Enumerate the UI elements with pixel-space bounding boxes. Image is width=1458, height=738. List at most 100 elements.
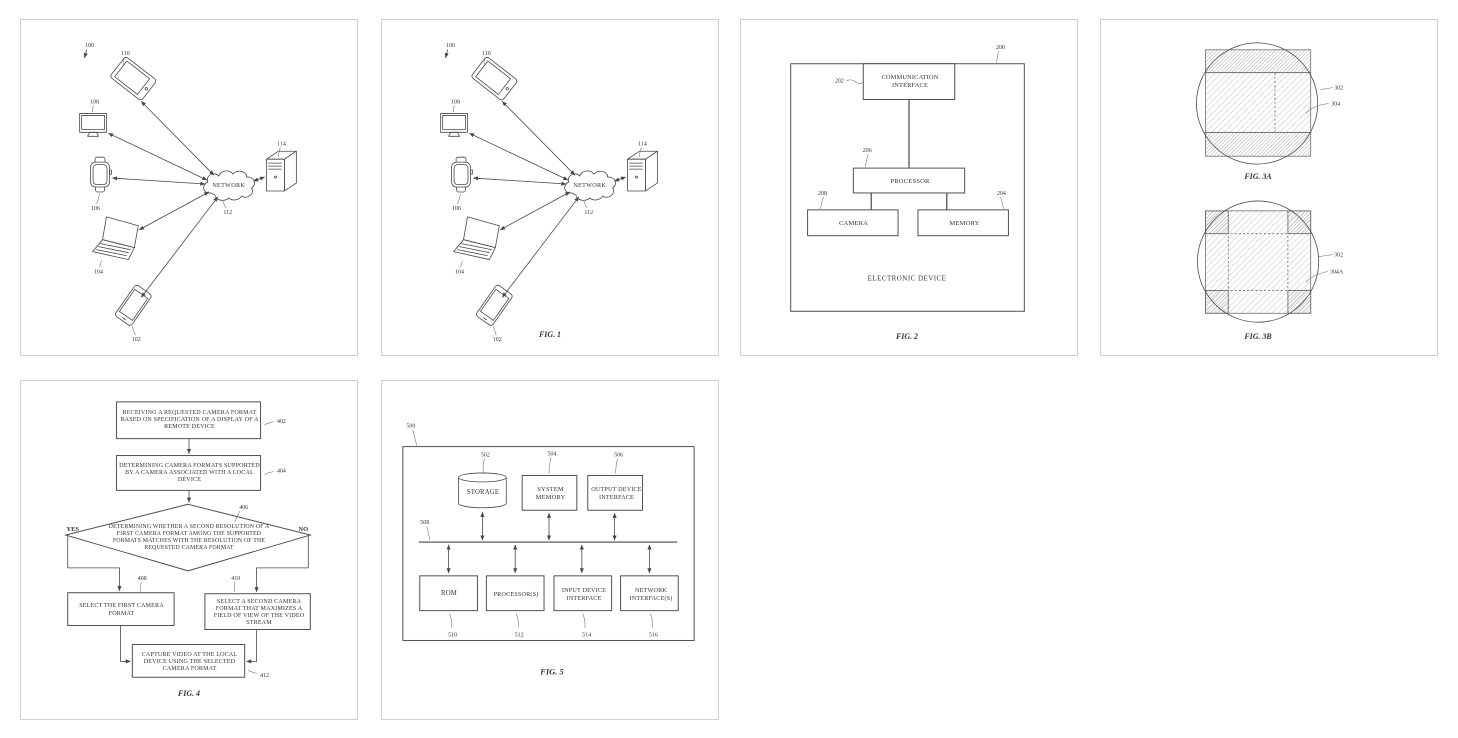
ref-system-memory: 504 — [548, 452, 557, 458]
flowchart-drawing: 402 404 406 408 410 412 YES NO FIG. 4 — [63, 401, 313, 698]
camera-label: CAMERA — [838, 220, 869, 228]
fig3b-diagram: 302 304A FIG. 3B — [1197, 200, 1344, 341]
ref-watch: 106 — [452, 206, 461, 212]
network-cloud: NETWORK — [564, 170, 616, 201]
fig-caption: FIG. 5 — [539, 666, 563, 676]
step-408-box — [67, 592, 175, 627]
system-memory-box — [521, 474, 578, 511]
processor-box — [852, 167, 966, 194]
ref-watch: 106 — [91, 206, 100, 212]
panel-fig5[interactable]: 500 502 504 506 508 510 512 514 516 FIG.… — [381, 380, 719, 720]
sensor-crop-drawing: 302 304 FIG. 3A 302 304A FIG. 3 — [1196, 42, 1344, 341]
ref-network: 516 — [649, 632, 658, 638]
ref-100-arrow — [444, 49, 449, 59]
ref-laptop: 104 — [455, 269, 464, 275]
panel-fig3[interactable]: 302 304 FIG. 3A 302 304A FIG. 3 — [1100, 19, 1438, 356]
camera-box — [807, 209, 899, 237]
block-diagram-drawing: 200 202 206 208 204 ELECTRONIC DEVICE FI… — [790, 45, 1025, 341]
ref-406: 406 — [239, 505, 248, 511]
ref-404: 404 — [277, 468, 286, 474]
network-interface-label: NETWORK INTERFACE(S) — [629, 587, 673, 602]
ref-phone: 102 — [132, 337, 141, 343]
fig3a-diagram: 302 304 FIG. 3A — [1196, 42, 1343, 181]
ref-server: 114 — [638, 141, 647, 147]
cloud-label: NETWORK — [212, 183, 245, 189]
fig-caption: FIG. 4 — [178, 689, 200, 698]
electronic-device-label: ELECTRONIC DEVICE — [868, 274, 947, 282]
ref-network: 112 — [223, 210, 232, 216]
ref-410: 410 — [231, 576, 240, 582]
step-404-box — [115, 455, 262, 491]
smartwatch-icon — [451, 156, 473, 193]
computer-system-drawing: 500 502 504 506 508 510 512 514 516 FIG.… — [402, 424, 695, 676]
laptop-icon — [92, 216, 139, 260]
ref-root: 100 — [446, 43, 455, 49]
step-402-box — [115, 401, 262, 440]
step-402-label: RECEIVING A REQUESTED CAMERA FORMAT BASE… — [120, 409, 259, 431]
branch-yes-label: YES — [66, 526, 79, 533]
ref-output: 506 — [614, 453, 623, 459]
ref-processor: 206 — [863, 148, 872, 154]
memory-box — [917, 209, 1009, 237]
output-interface-label: OUTPUT DEVICE INTERFACE — [591, 486, 642, 501]
panel-fig1[interactable]: NETWORK 100 110 108 106 104 102 114 112 … — [381, 19, 719, 356]
fig-caption-3a: FIG. 3A — [1244, 172, 1271, 181]
panel-fig2[interactable]: 200 202 206 208 204 ELECTRONIC DEVICE FI… — [740, 19, 1078, 356]
step-410-label: SELECT A SECOND CAMERA FORMAT THAT MAXIM… — [213, 598, 305, 627]
ref-memory: 204 — [997, 191, 1006, 197]
step-410-box — [204, 593, 311, 630]
branch-no-label: NO — [298, 526, 308, 533]
comm-interface-box — [862, 63, 956, 100]
ref-network: 112 — [584, 210, 593, 216]
fig-caption: FIG. 1 — [539, 330, 561, 339]
rom-label: ROM — [441, 590, 457, 598]
network-diagram-drawing: NETWORK 100 110 108 106 104 102 114 112 — [79, 43, 297, 343]
processors-label: PROCESSOR(S) — [493, 590, 539, 598]
ref-phone: 102 — [493, 337, 502, 343]
ref-server: 114 — [277, 141, 286, 147]
system-memory-label: SYSTEM MEMORY — [535, 485, 566, 501]
fig-caption-3b: FIG. 3B — [1244, 332, 1271, 341]
output-interface-box — [587, 474, 643, 511]
ref-412: 412 — [260, 673, 269, 679]
ref-camera: 208 — [818, 191, 827, 197]
monitor-icon — [79, 113, 107, 137]
storage-label: STORAGE — [466, 488, 500, 496]
panel-fig1-preview[interactable]: NETWORK 100 110 108 106 104 102 114 112 — [20, 19, 358, 356]
ref-comm: 202 — [835, 79, 844, 85]
ref-processors: 512 — [515, 632, 524, 638]
ref-display: 108 — [90, 100, 99, 106]
input-interface-label: INPUT DEVICE INTERFACE — [561, 587, 607, 602]
ref-root: 100 — [85, 43, 94, 49]
processor-label: PROCESSOR — [890, 177, 930, 185]
memory-label: MEMORY — [949, 220, 980, 228]
ref-display: 108 — [451, 100, 460, 106]
ref-304a: 304A — [1330, 269, 1344, 275]
comm-interface-label: COMMUNICATION INTERFACE — [881, 74, 939, 89]
network-diagram-drawing: NETWORK 100 110 108 106 104 102 114 112 … — [440, 43, 658, 343]
decision-406-label: DETERMINING WHETHER A SECOND RESOLUTION … — [108, 524, 270, 551]
ref-304: 304 — [1331, 101, 1340, 107]
step-412-box — [131, 643, 246, 678]
step-412-label: CAPTURE VIDEO AT THE LOCAL DEVICE USING … — [141, 651, 238, 673]
ref-outer: 200 — [996, 45, 1005, 51]
step-408-label: SELECT THE FIRST CAMERA FORMAT — [79, 603, 164, 617]
input-interface-box — [553, 575, 613, 612]
processors-box — [485, 575, 545, 612]
laptop-icon — [453, 216, 500, 260]
ref-laptop: 104 — [94, 269, 103, 275]
tablet-icon — [471, 57, 518, 101]
ref-408: 408 — [138, 576, 147, 582]
ref-tablet: 110 — [482, 51, 491, 57]
rom-box — [419, 575, 478, 612]
tablet-icon — [110, 57, 157, 101]
ref-storage: 502 — [481, 453, 490, 459]
ref-tablet: 110 — [121, 51, 130, 57]
panel-fig4[interactable]: 402 404 406 408 410 412 YES NO FIG. 4 RE… — [20, 380, 358, 720]
ref-rom: 510 — [448, 632, 457, 638]
ref-100-arrow — [83, 49, 88, 59]
decision-406-diamond — [63, 503, 313, 572]
monitor-icon — [440, 113, 468, 137]
network-cloud: NETWORK — [203, 170, 255, 201]
server-icon — [627, 150, 658, 192]
